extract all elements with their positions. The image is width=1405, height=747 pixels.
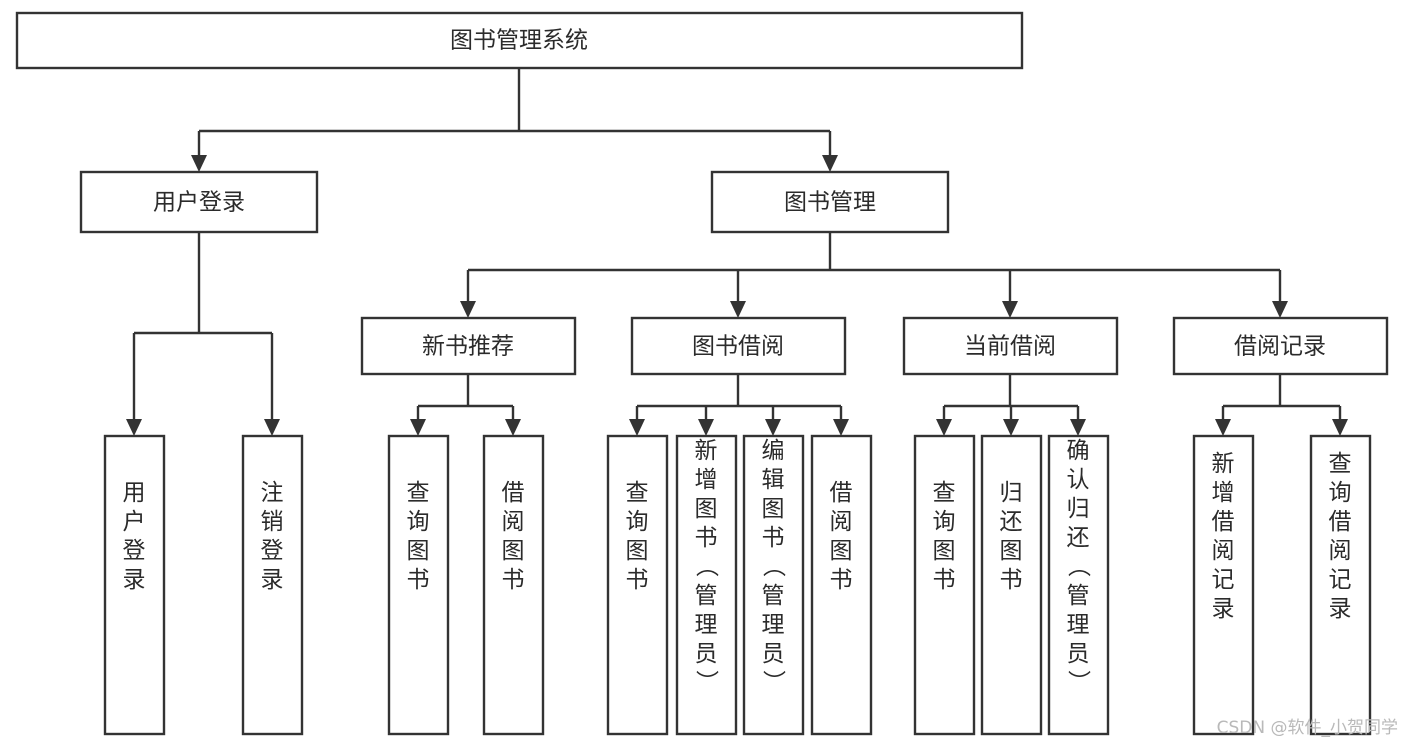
arrow-to-book-manage <box>822 155 838 172</box>
leaf-node-user-login-box[interactable] <box>103 434 166 736</box>
node-book-management[interactable]: 图书管理 <box>710 170 950 234</box>
node-current-borrow-box[interactable] <box>902 316 1119 376</box>
node-user-login[interactable]: 用户登录 <box>79 170 319 234</box>
arrow-to-leaf-borrow-book-a <box>505 419 521 436</box>
arrow-to-leaf-query-record <box>1332 419 1348 436</box>
leaf-node-query-book-current-box[interactable] <box>913 434 976 736</box>
leaf-node-borrow-book-recommend-label: 借阅图书 <box>502 480 525 593</box>
leaf-node-borrow-book-box[interactable] <box>810 434 873 736</box>
leaf-node-add-book[interactable]: 新增图书（管理员） <box>675 434 738 736</box>
connector-root-to-level2 <box>191 68 838 172</box>
arrow-to-leaf-user-login <box>126 419 142 436</box>
leaf-node-add-borrow-record-box[interactable] <box>1192 434 1255 736</box>
leaf-node-confirm-return-box[interactable] <box>1047 434 1110 736</box>
leaf-node-query-book-recommend-label: 查询图书 <box>407 480 430 593</box>
leaf-node-query-borrow-record[interactable]: 查询借阅记录 <box>1309 434 1372 736</box>
node-new-book-recommend[interactable]: 新书推荐 <box>360 316 577 376</box>
connector-book-manage-to-level3 <box>460 232 1288 318</box>
leaf-node-add-book-label: 新增图书（管理员） <box>695 438 720 696</box>
leaf-node-query-book-recommend[interactable]: 查询图书 <box>387 434 450 736</box>
leaf-node-confirm-return-label: 确认归还（管理员） <box>1067 438 1092 696</box>
connector-user-login-to-leaves <box>126 232 280 436</box>
node-book-management-box[interactable] <box>710 170 950 234</box>
leaf-node-return-book-box[interactable] <box>980 434 1043 736</box>
leaf-node-user-login-label: 用户登录 <box>123 480 146 593</box>
arrow-to-borrow-records <box>1272 301 1288 318</box>
node-new-book-recommend-label: 新书推荐 <box>422 334 514 360</box>
leaf-node-add-borrow-record-label: 新增借阅记录 <box>1212 451 1235 622</box>
node-book-management-label: 图书管理 <box>784 190 876 216</box>
arrow-to-new-book-rec <box>460 301 476 318</box>
leaf-node-query-book-current[interactable]: 查询图书 <box>913 434 976 736</box>
leaf-node-edit-book-label: 编辑图书（管理员） <box>762 438 787 696</box>
connector-book-borrow-to-leaves <box>629 374 849 436</box>
arrow-to-leaf-confirm-return <box>1070 419 1086 436</box>
leaf-node-edit-book[interactable]: 编辑图书（管理员） <box>742 434 805 736</box>
arrow-to-leaf-query-book-a <box>410 419 426 436</box>
connector-borrow-records-to-leaves <box>1215 374 1348 436</box>
node-book-borrow-box[interactable] <box>630 316 847 376</box>
arrow-to-leaf-add-record <box>1215 419 1231 436</box>
arrow-to-book-borrow <box>730 301 746 318</box>
arrow-to-user-login <box>191 155 207 172</box>
leaf-node-borrow-book-recommend-box[interactable] <box>482 434 545 736</box>
node-book-borrow-label: 图书借阅 <box>692 334 784 360</box>
arrow-to-leaf-query-book-c <box>936 419 952 436</box>
leaf-node-query-book-borrow-label: 查询图书 <box>626 480 649 593</box>
arrow-to-leaf-return-book <box>1003 419 1019 436</box>
node-root-system-label: 图书管理系统 <box>450 28 588 54</box>
node-borrow-records[interactable]: 借阅记录 <box>1172 316 1389 376</box>
arrow-to-leaf-query-book-b <box>629 419 645 436</box>
leaf-node-logout-box[interactable] <box>241 434 304 736</box>
node-new-book-recommend-box[interactable] <box>360 316 577 376</box>
node-book-borrow[interactable]: 图书借阅 <box>630 316 847 376</box>
leaf-node-query-book-borrow[interactable]: 查询图书 <box>606 434 669 736</box>
leaf-node-borrow-book-recommend[interactable]: 借阅图书 <box>482 434 545 736</box>
leaf-node-add-borrow-record[interactable]: 新增借阅记录 <box>1192 434 1255 736</box>
leaf-node-confirm-return[interactable]: 确认归还（管理员） <box>1047 434 1110 736</box>
arrow-to-leaf-borrow-book-b <box>833 419 849 436</box>
leaf-node-return-book-label: 归还图书 <box>1000 480 1023 593</box>
leaf-node-add-book-box[interactable] <box>675 434 738 736</box>
node-borrow-records-label: 借阅记录 <box>1234 334 1326 360</box>
csdn-watermark: CSDN @软件_小贺同学 <box>1217 718 1398 738</box>
arrow-to-leaf-logout <box>264 419 280 436</box>
arrow-to-leaf-add-book <box>698 419 714 436</box>
leaf-node-logout[interactable]: 注销登录 <box>241 434 304 736</box>
node-borrow-records-box[interactable] <box>1172 316 1389 376</box>
node-user-login-box[interactable] <box>79 170 319 234</box>
leaf-node-borrow-book[interactable]: 借阅图书 <box>810 434 873 736</box>
leaf-node-query-borrow-record-label: 查询借阅记录 <box>1329 451 1352 622</box>
node-user-login-label: 用户登录 <box>153 190 245 216</box>
leaf-node-query-book-recommend-box[interactable] <box>387 434 450 736</box>
arrow-to-current-borrow <box>1002 301 1018 318</box>
leaf-node-user-login[interactable]: 用户登录 <box>103 434 166 736</box>
leaf-node-borrow-book-label: 借阅图书 <box>830 480 853 593</box>
leaf-node-query-book-current-label: 查询图书 <box>933 480 956 593</box>
leaf-node-query-book-borrow-box[interactable] <box>606 434 669 736</box>
connector-new-book-to-leaves <box>410 374 521 436</box>
leaf-node-query-borrow-record-box[interactable] <box>1309 434 1372 736</box>
arrow-to-leaf-edit-book <box>765 419 781 436</box>
node-current-borrow-label: 当前借阅 <box>964 334 1056 360</box>
leaf-node-edit-book-box[interactable] <box>742 434 805 736</box>
leaf-node-logout-label: 注销登录 <box>261 480 284 593</box>
node-root-system[interactable]: 图书管理系统 <box>15 11 1024 70</box>
leaf-node-return-book[interactable]: 归还图书 <box>980 434 1043 736</box>
connector-current-borrow-to-leaves <box>936 374 1086 436</box>
node-current-borrow[interactable]: 当前借阅 <box>902 316 1119 376</box>
node-root-system-box[interactable] <box>15 11 1024 70</box>
